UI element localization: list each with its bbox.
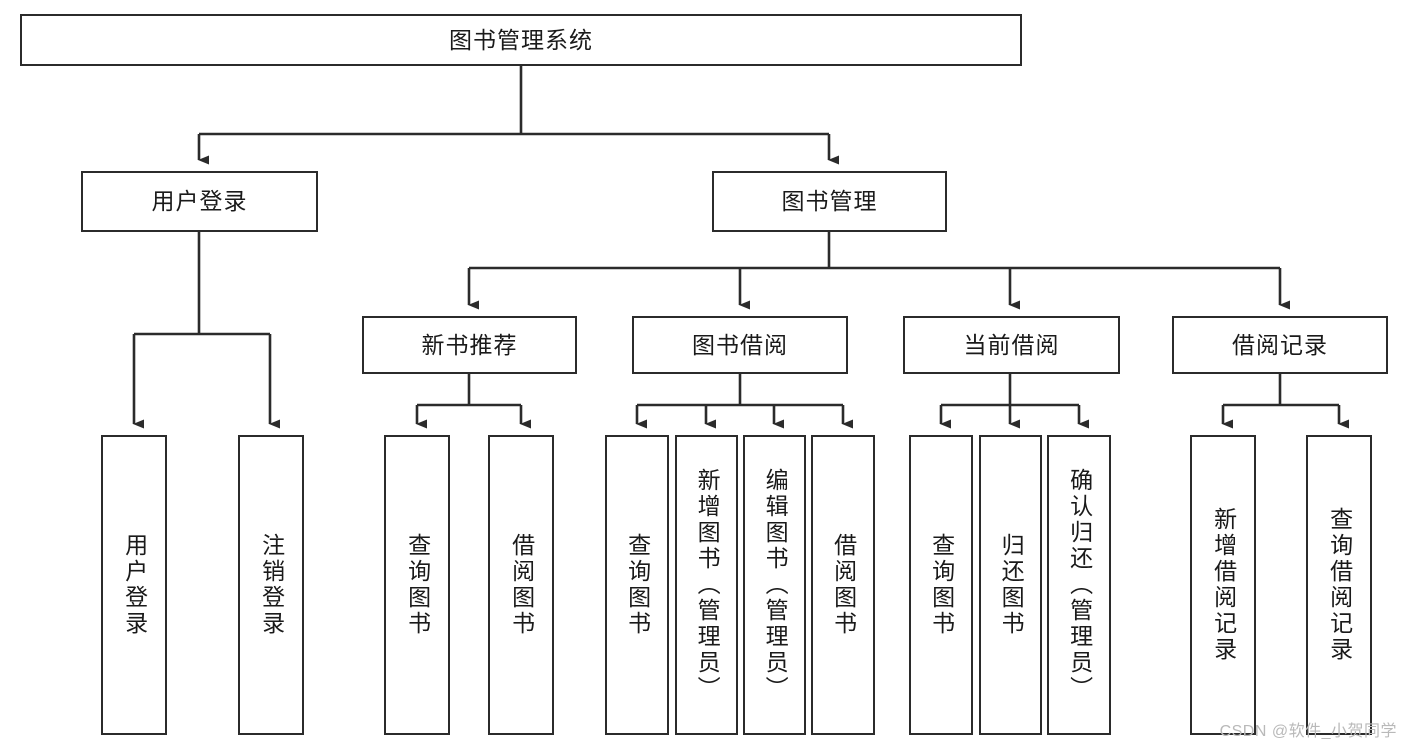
leaf-book-borrow-1[interactable]: 查询图书 bbox=[605, 435, 669, 735]
leaf-borrow-records-2-label: 查询借阅记录 bbox=[1326, 507, 1353, 663]
leaf-new-book-1-label: 查询图书 bbox=[404, 533, 431, 637]
leaf-borrow-records-1-label: 新增借阅记录 bbox=[1210, 507, 1237, 663]
node-book-borrow-label: 图书借阅 bbox=[692, 331, 788, 358]
watermark: CSDN @软件_小贺同学 bbox=[1219, 723, 1397, 740]
node-book-management-label: 图书管理 bbox=[781, 188, 878, 215]
leaf-borrow-records-1[interactable]: 新增借阅记录 bbox=[1190, 435, 1256, 735]
leaf-book-borrow-3[interactable]: 编辑图书（管理员） bbox=[743, 435, 806, 735]
node-root-label: 图书管理系统 bbox=[449, 26, 593, 53]
node-current-borrow-label: 当前借阅 bbox=[963, 331, 1060, 358]
leaf-current-borrow-3-label: 确认归还（管理员） bbox=[1066, 468, 1093, 702]
leaf-current-borrow-1[interactable]: 查询图书 bbox=[909, 435, 973, 735]
leaf-new-book-1[interactable]: 查询图书 bbox=[384, 435, 450, 735]
leaf-user-login-2[interactable]: 注销登录 bbox=[238, 435, 304, 735]
leaf-book-borrow-2-label: 新增图书（管理员） bbox=[694, 468, 721, 702]
node-new-book-recommend-label: 新书推荐 bbox=[421, 331, 518, 358]
leaf-book-borrow-4-label: 借阅图书 bbox=[830, 533, 857, 637]
node-borrow-records-label: 借阅记录 bbox=[1232, 331, 1328, 358]
node-user-login-label: 用户登录 bbox=[151, 188, 248, 215]
leaf-borrow-records-2[interactable]: 查询借阅记录 bbox=[1306, 435, 1372, 735]
leaf-current-borrow-2-label: 归还图书 bbox=[998, 533, 1025, 637]
leaf-book-borrow-1-label: 查询图书 bbox=[624, 533, 651, 637]
leaf-user-login-1[interactable]: 用户登录 bbox=[101, 435, 167, 735]
leaf-new-book-2[interactable]: 借阅图书 bbox=[488, 435, 554, 735]
node-current-borrow[interactable]: 当前借阅 bbox=[903, 316, 1120, 374]
leaf-book-borrow-2[interactable]: 新增图书（管理员） bbox=[675, 435, 738, 735]
leaf-user-login-2-label: 注销登录 bbox=[258, 533, 285, 637]
leaf-new-book-2-label: 借阅图书 bbox=[508, 533, 535, 637]
node-book-borrow[interactable]: 图书借阅 bbox=[632, 316, 848, 374]
node-book-management[interactable]: 图书管理 bbox=[712, 171, 947, 232]
leaf-current-borrow-1-label: 查询图书 bbox=[928, 533, 955, 637]
leaf-user-login-1-label: 用户登录 bbox=[121, 533, 148, 637]
leaf-book-borrow-3-label: 编辑图书（管理员） bbox=[762, 468, 789, 702]
leaf-current-borrow-2[interactable]: 归还图书 bbox=[979, 435, 1042, 735]
node-user-login[interactable]: 用户登录 bbox=[81, 171, 318, 232]
leaf-book-borrow-4[interactable]: 借阅图书 bbox=[811, 435, 875, 735]
leaf-current-borrow-3[interactable]: 确认归还（管理员） bbox=[1047, 435, 1111, 735]
node-borrow-records[interactable]: 借阅记录 bbox=[1172, 316, 1388, 374]
node-root[interactable]: 图书管理系统 bbox=[20, 14, 1022, 66]
node-new-book-recommend[interactable]: 新书推荐 bbox=[362, 316, 577, 374]
